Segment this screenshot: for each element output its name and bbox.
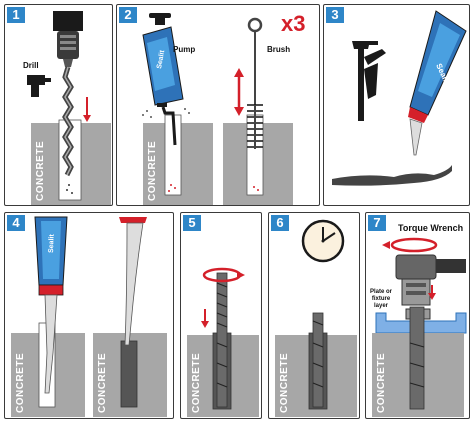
step-6-number: 6 — [271, 215, 289, 231]
step-1-panel: 1 Drill CONCRETE — [4, 4, 113, 206]
step-5-number: 5 — [183, 215, 201, 231]
step-2-number: 2 — [119, 7, 137, 23]
concrete-label: CONCRETE — [147, 140, 158, 201]
step-7-number: 7 — [368, 215, 386, 231]
concrete-label: CONCRETE — [376, 352, 387, 413]
step-4-panel: 4 Sealit CONCRETE CONCRETE — [4, 212, 174, 419]
cartridge-brand-text: Sealit — [48, 233, 56, 253]
step-1-number: 1 — [7, 7, 25, 23]
cartridge-icon: Sealit — [408, 10, 467, 156]
pump-label: Pump — [173, 45, 196, 54]
concrete-label: CONCRETE — [35, 140, 46, 201]
torque-wrench-label: Torque Wrench — [398, 223, 464, 233]
brush-label: Brush — [267, 45, 291, 54]
concrete-label: CONCRETE — [279, 352, 290, 413]
caulking-gun-icon — [352, 41, 386, 121]
step-3-panel: 3 Sealit — [323, 4, 470, 206]
repeat-count: x3 — [281, 11, 306, 36]
step-3-number: 3 — [326, 7, 344, 23]
drill-label: Drill — [23, 61, 39, 70]
plate-label: Plate or fixture layer — [369, 289, 392, 309]
step-5-panel: 5 CONCRETE — [180, 212, 262, 419]
concrete-label-b: CONCRETE — [97, 352, 108, 413]
step-2-panel: 2 Sealit — [116, 4, 320, 206]
torque-wrench-icon — [395, 254, 466, 306]
rotation-arrow-icon — [202, 267, 245, 283]
step-6-panel: 6 CONCRETE — [268, 212, 360, 419]
clock-icon — [301, 219, 345, 263]
pump-brand-text: Sealit — [156, 49, 166, 69]
drill-icon — [27, 11, 111, 205]
step-4-number: 4 — [7, 215, 25, 231]
rotation-arrow-icon — [382, 237, 438, 253]
step-7-panel: 7 Torque Wrench Plate or fixture layer C… — [365, 212, 470, 419]
brush-icon — [247, 17, 263, 149]
concrete-label-a: CONCRETE — [15, 352, 26, 413]
pump-icon: Sealit — [142, 13, 190, 146]
concrete-label: CONCRETE — [191, 352, 202, 413]
